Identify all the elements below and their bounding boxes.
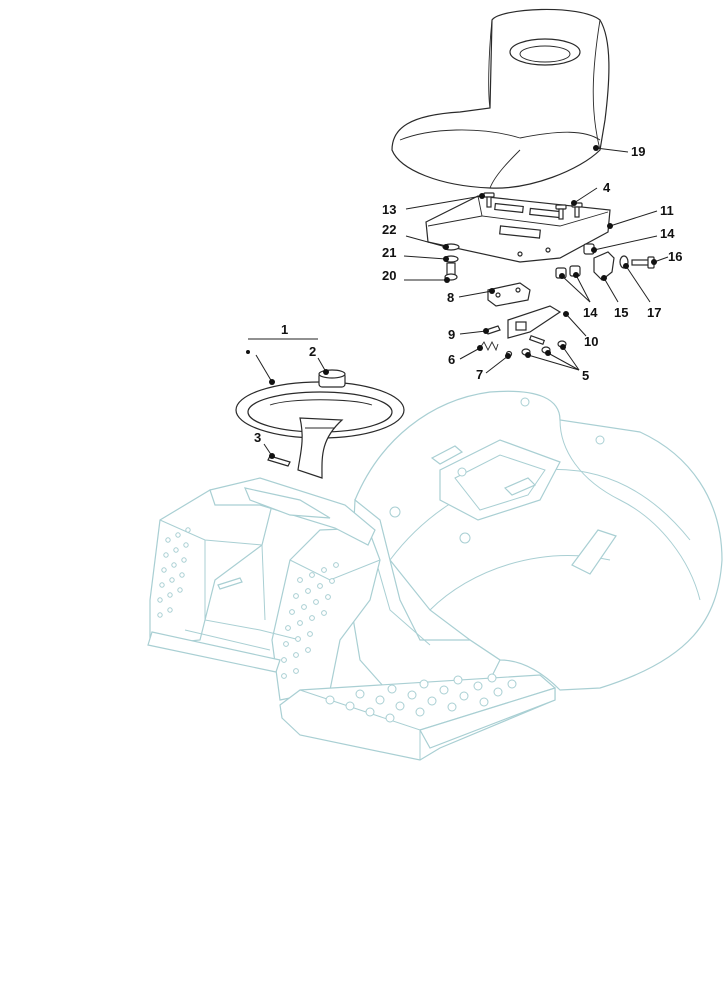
callout-13: 13 bbox=[382, 193, 485, 217]
callout-label: 10 bbox=[584, 334, 598, 349]
callout-label: 15 bbox=[614, 305, 628, 320]
spring-6 bbox=[479, 340, 499, 352]
callout-8: 8 bbox=[447, 288, 495, 305]
callout-5: 5 bbox=[525, 344, 589, 383]
latch-10 bbox=[507, 305, 562, 339]
callout-label: 8 bbox=[447, 290, 454, 305]
callout-9: 9 bbox=[448, 327, 489, 342]
bolt-13 bbox=[483, 192, 495, 208]
callout-6: 6 bbox=[448, 345, 483, 367]
callout-label: 14 bbox=[660, 226, 675, 241]
perforations-left bbox=[157, 527, 191, 618]
callout-label: 19 bbox=[631, 144, 645, 159]
perforations-right bbox=[281, 562, 339, 679]
callout-label: 4 bbox=[603, 180, 611, 195]
dashboard-console-ghost bbox=[147, 477, 381, 701]
callout-label: 6 bbox=[448, 352, 455, 367]
callout-label: 13 bbox=[382, 202, 396, 217]
callout-label: 14 bbox=[583, 305, 598, 320]
callout-10: 10 bbox=[563, 311, 598, 349]
steering-wheel bbox=[235, 381, 405, 479]
callout-label: 11 bbox=[660, 203, 674, 218]
callout-11: 11 bbox=[607, 203, 674, 229]
seat bbox=[391, 8, 610, 189]
body-shroud-ghost bbox=[349, 390, 723, 706]
callout-14-lower: 14 bbox=[559, 272, 598, 320]
callout-1: 1 bbox=[246, 322, 318, 385]
callout-label: 3 bbox=[254, 430, 261, 445]
footrest-plate-ghost bbox=[279, 673, 556, 761]
footrest-holes bbox=[325, 673, 517, 723]
callout-21: 21 bbox=[382, 245, 449, 262]
callout-14-upper: 14 bbox=[591, 226, 675, 253]
callout-label: 7 bbox=[476, 367, 483, 382]
callout-19: 19 bbox=[593, 144, 645, 159]
callout-16: 16 bbox=[651, 249, 682, 265]
callout-label: 20 bbox=[382, 268, 396, 283]
callout-label: 2 bbox=[309, 344, 316, 359]
callout-label: 22 bbox=[382, 222, 396, 237]
bolt-16 bbox=[631, 256, 655, 269]
callout-7: 7 bbox=[476, 353, 511, 382]
callout-label: 16 bbox=[668, 249, 682, 264]
callout-17: 17 bbox=[623, 263, 661, 320]
bracket-15 bbox=[593, 251, 615, 281]
callout-15: 15 bbox=[601, 275, 628, 320]
callout-22: 22 bbox=[382, 222, 449, 250]
callout-label: 5 bbox=[582, 368, 589, 383]
callout-label: 1 bbox=[281, 322, 288, 337]
callout-20: 20 bbox=[382, 268, 450, 283]
callout-4: 4 bbox=[571, 180, 611, 206]
callout-3: 3 bbox=[254, 430, 275, 459]
steering-cap bbox=[318, 369, 346, 388]
callout-2: 2 bbox=[309, 344, 329, 375]
hinge-8 bbox=[487, 282, 531, 307]
callout-label: 21 bbox=[382, 245, 396, 260]
callout-label: 17 bbox=[647, 305, 661, 320]
callout-label: 9 bbox=[448, 327, 455, 342]
